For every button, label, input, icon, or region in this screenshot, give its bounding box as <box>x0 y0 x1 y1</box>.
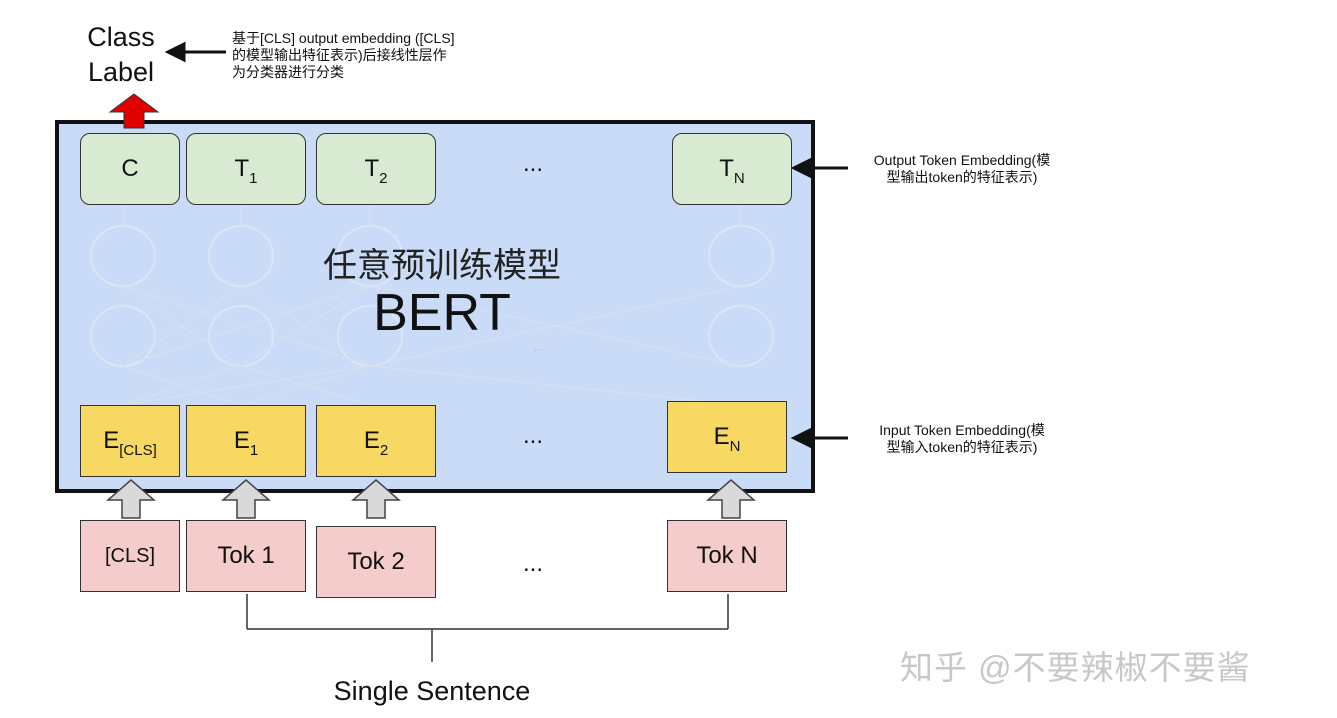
output-subscript: N <box>733 169 745 187</box>
output-note-line: Output Token Embedding(模 <box>873 152 1051 168</box>
embedding-label: E <box>103 427 120 454</box>
output-note-line: 型输出token的特征表示) <box>886 169 1038 185</box>
output-label: T <box>719 155 734 182</box>
output-ellipsis: ... <box>523 150 544 177</box>
token-ellipsis: ... <box>523 550 544 577</box>
sentence-bracket <box>246 594 729 662</box>
embedding-subscript: [CLS] <box>119 441 157 459</box>
output-label: T <box>364 155 380 182</box>
output-label: T <box>234 155 250 182</box>
embedding-subscript: N <box>729 437 741 455</box>
embedding-label: E <box>713 423 730 450</box>
embedding-label: E <box>363 427 380 454</box>
embedding-ellipsis: ... <box>523 422 544 449</box>
class-note-line: 基于[CLS] output embedding ([CLS] <box>232 30 455 46</box>
watermark: 知乎 @不要辣椒不要酱 <box>900 649 1251 686</box>
class-output-arrow <box>108 93 160 129</box>
embedding-subscript: 2 <box>379 441 389 459</box>
token-box-tok1: Tok 1 <box>186 520 306 592</box>
input-arrow-cls <box>105 479 157 519</box>
output-subscript: 2 <box>379 169 388 187</box>
output-box-c: C <box>80 133 180 205</box>
model-title-cn: 任意预训练模型 <box>323 247 561 285</box>
output-subscript: 1 <box>249 169 258 187</box>
embedding-label: E <box>233 427 250 454</box>
class-note-line: 为分类器进行分类 <box>232 64 344 80</box>
hidden-layer-connections <box>122 205 742 406</box>
class-note-line: 的模型输出特征表示)后接线性层作 <box>232 47 447 63</box>
input-arrow-tokn <box>705 479 757 519</box>
hidden-node <box>708 225 774 287</box>
input-token-note: Input Token Embedding(模 型输入token的特征表示) <box>858 422 1066 456</box>
output-label: C <box>121 155 139 182</box>
class-label-pointer-arrow <box>164 41 226 63</box>
token-box-cls: [CLS] <box>80 520 180 592</box>
hidden-node <box>90 305 156 367</box>
token-box-tokn: Tok N <box>667 520 787 592</box>
single-sentence-label: Single Sentence <box>333 676 531 706</box>
model-title-en: BERT <box>373 284 511 342</box>
embedding-box-cls: E[CLS] <box>80 405 180 477</box>
input-note-line: Input Token Embedding(模 <box>879 422 1045 438</box>
input-arrow-tok1 <box>220 479 272 519</box>
input-note-pointer-arrow <box>790 427 848 449</box>
hidden-node <box>708 305 774 367</box>
output-note-pointer-arrow <box>790 157 848 179</box>
embedding-subscript: 1 <box>249 441 259 459</box>
token-box-tok2: Tok 2 <box>316 526 436 598</box>
hidden-node <box>90 225 156 287</box>
input-note-line: 型输入token的特征表示) <box>886 439 1038 455</box>
hidden-ellipsis: ... <box>533 338 547 355</box>
output-token-note: Output Token Embedding(模 型输出token的特征表示) <box>853 152 1071 186</box>
class-label: Class Label <box>87 22 155 87</box>
input-arrow-tok2 <box>350 479 402 519</box>
class-note: 基于[CLS] output embedding ([CLS] 的模型输出特征表… <box>232 30 455 81</box>
